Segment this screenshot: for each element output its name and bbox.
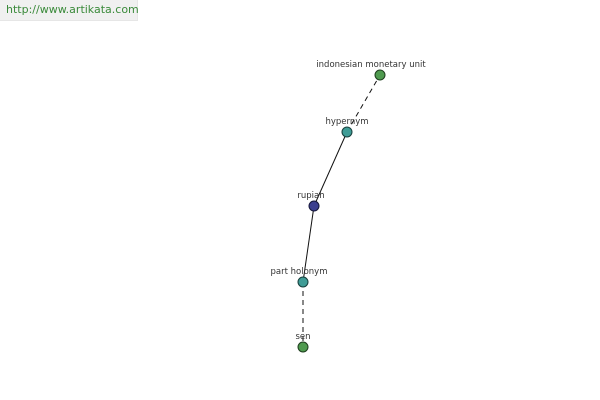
edge-rupiah-to-part-holonym (302, 205, 315, 283)
source-url-banner: http://www.artikata.com (0, 0, 139, 21)
node-rupiah-marker (308, 200, 320, 212)
node-indonesian-monetary-unit-label: indonesian monetary unit (316, 60, 426, 70)
node-hypernym-label: hypernym (325, 117, 368, 127)
node-sen[interactable]: sen (295, 332, 311, 353)
edge-hypernym-to-indonesian-monetary-unit (346, 74, 381, 133)
node-indonesian-monetary-unit-marker (374, 69, 386, 81)
node-hypernym[interactable]: hypernym (325, 117, 369, 138)
node-part-holonym-label: part holonym (271, 267, 328, 277)
node-part-holonym-marker (297, 276, 309, 288)
edge-rupiah-to-hypernym (313, 131, 348, 207)
source-url-link[interactable]: http://www.artikata.com (6, 3, 139, 16)
node-sen-marker (297, 341, 309, 353)
node-rupiah[interactable]: rupiah (297, 191, 325, 212)
node-indonesian-monetary-unit[interactable]: indonesian monetary unit (316, 60, 426, 81)
node-part-holonym[interactable]: part holonym (271, 267, 328, 288)
node-rupiah-label: rupiah (297, 191, 324, 201)
node-sen-label: sen (295, 332, 310, 342)
node-hypernym-marker (341, 126, 353, 138)
